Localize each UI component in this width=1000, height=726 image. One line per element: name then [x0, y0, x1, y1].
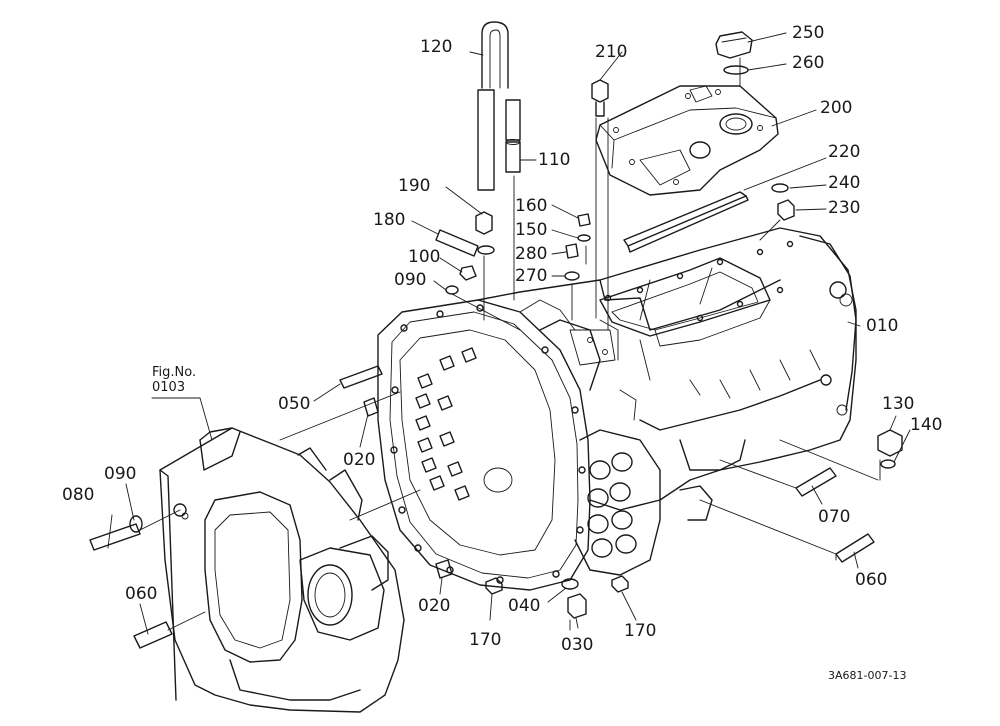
small-parts-drawing: [89, 79, 903, 649]
callout-140: 140: [910, 415, 943, 435]
figure-reference: Fig.No. 0103: [152, 365, 197, 396]
callout-220: 220: [828, 142, 861, 162]
drawing-code: 3A681-007-13: [828, 669, 907, 682]
callout-020-lower: 020: [418, 596, 451, 616]
callout-040: 040: [508, 596, 541, 616]
callout-130: 130: [882, 394, 915, 414]
callout-180: 180: [373, 210, 406, 230]
callout-240: 240: [828, 173, 861, 193]
callout-230: 230: [828, 198, 861, 218]
callout-060-left: 060: [125, 584, 158, 604]
callout-190: 190: [398, 176, 431, 196]
callout-160: 160: [515, 196, 548, 216]
callout-090-left: 090: [104, 464, 137, 484]
callout-280: 280: [515, 244, 548, 264]
callout-030: 030: [561, 635, 594, 655]
callout-090-upper: 090: [394, 270, 427, 290]
callout-010: 010: [866, 316, 899, 336]
callout-270: 270: [515, 266, 548, 286]
plate-220-drawing: [623, 191, 749, 253]
callout-100: 100: [408, 247, 441, 267]
callout-210: 210: [595, 42, 628, 62]
hose-120-drawing: [477, 21, 521, 191]
callout-200: 200: [820, 98, 853, 118]
callout-070: 070: [818, 507, 851, 527]
callout-250: 250: [792, 23, 825, 43]
figure-reference-label: Fig.No.: [152, 365, 197, 380]
callout-080: 080: [62, 485, 95, 505]
top-cover-drawing: [595, 85, 779, 196]
front-housing-drawing: [159, 427, 405, 713]
callout-170-right: 170: [624, 621, 657, 641]
callout-170-left: 170: [469, 630, 502, 650]
cap-250-drawing: [715, 31, 753, 75]
callout-150: 150: [515, 220, 548, 240]
callout-060-right: 060: [855, 570, 888, 590]
transmission-case-drawing: [377, 227, 857, 591]
callout-120: 120: [420, 37, 453, 57]
callout-260: 260: [792, 53, 825, 73]
figure-reference-number: 0103: [152, 379, 186, 395]
callout-050: 050: [278, 394, 311, 414]
callout-110: 110: [538, 150, 571, 170]
leader-lines: [107, 32, 911, 635]
callout-020-upper: 020: [343, 450, 376, 470]
